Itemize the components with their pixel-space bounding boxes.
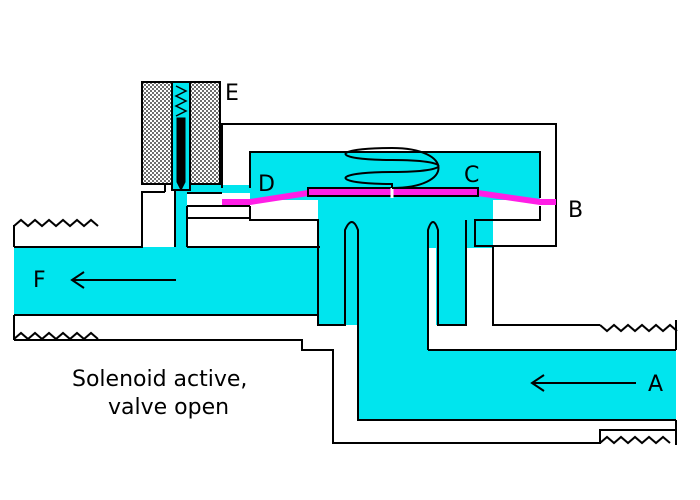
- solenoid: [141, 81, 221, 192]
- label-b: B: [568, 198, 583, 223]
- label-c: C: [464, 163, 479, 188]
- pilot-line-fluid: [187, 185, 250, 193]
- pilot-tube-fluid: [175, 188, 187, 248]
- outer-body-frame: [221, 123, 600, 326]
- plunger-guide: [171, 81, 191, 191]
- spring: [344, 146, 440, 189]
- side-channel-fluid: [436, 200, 466, 325]
- inlet-thread-bottom: [599, 435, 671, 445]
- side-channel-outline: [427, 220, 467, 350]
- outlet-thread-top: [13, 218, 99, 228]
- label-f: F: [33, 268, 46, 293]
- label-d: D: [258, 172, 275, 197]
- outlet-connection-fluid: [318, 240, 358, 325]
- label-a: A: [648, 372, 663, 397]
- inlet-thread-top: [599, 323, 678, 333]
- inlet-flow-arrow: [530, 374, 636, 392]
- chamber-lower-right: [474, 206, 541, 247]
- small-block: [186, 206, 251, 219]
- lower-body-outline: [14, 339, 676, 444]
- chamber-outline: [249, 151, 541, 198]
- valve-body: [13, 123, 677, 445]
- pipe-threads: [13, 218, 678, 445]
- plunger: [176, 117, 186, 192]
- solenoid-coil-right: [189, 81, 221, 185]
- outlet-flow-arrow: [70, 271, 176, 289]
- chamber-lower-left: [249, 206, 676, 421]
- label-e: E: [225, 81, 239, 106]
- outlet-thread-bottom: [13, 331, 99, 341]
- caption-line-1: Solenoid active,: [72, 367, 247, 392]
- solenoid-coil-left: [141, 81, 173, 185]
- inlet-channel-fluid: [358, 350, 676, 420]
- solenoid-spring: [174, 85, 188, 117]
- caption-line-2: valve open: [108, 395, 229, 420]
- flow-arrows: [70, 271, 636, 392]
- outlet-upper-wall: [14, 191, 165, 248]
